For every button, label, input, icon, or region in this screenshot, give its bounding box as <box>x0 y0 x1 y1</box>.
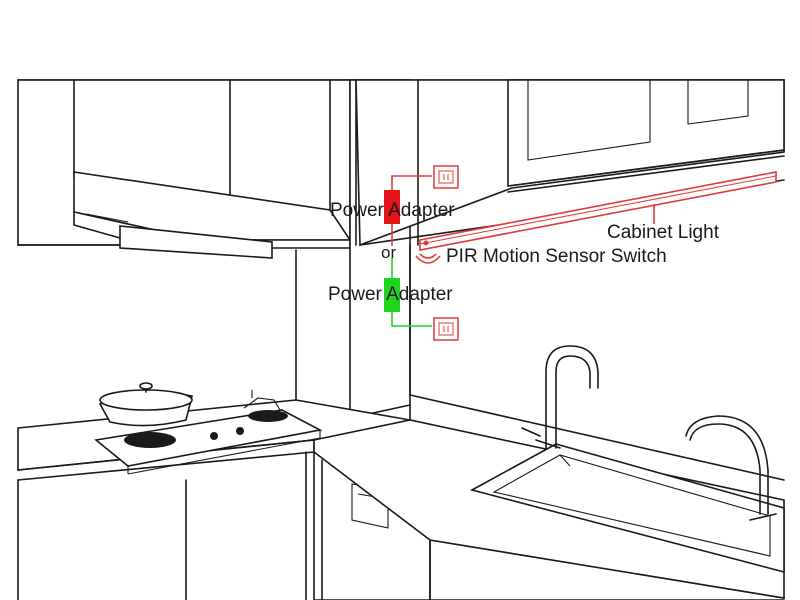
backsplash-bottom <box>409 394 785 481</box>
wall-outlet-bottom <box>433 317 459 341</box>
filter-faucet <box>685 415 777 521</box>
gas-stove <box>94 409 323 475</box>
label-or: or <box>381 243 396 262</box>
label-cabinet-light: Cabinet Light <box>607 222 720 243</box>
microwave <box>507 79 785 193</box>
cooking-pot <box>98 382 193 427</box>
label-power-adapter-bottom: Power Adapter <box>328 284 453 305</box>
power-adapter-green <box>384 278 400 312</box>
range-hood <box>73 171 352 259</box>
cabinet-light-strip <box>419 171 777 251</box>
power-adapter-red <box>384 190 400 224</box>
faucet <box>521 345 599 449</box>
wiring <box>391 175 432 327</box>
label-power-adapter-top: Power Adapter <box>330 200 455 221</box>
wall-outlet-top <box>433 165 459 189</box>
pir-sensor-waves <box>415 253 441 264</box>
kettle <box>243 390 281 411</box>
label-pir-sensor: PIR Motion Sensor Switch <box>446 246 667 267</box>
